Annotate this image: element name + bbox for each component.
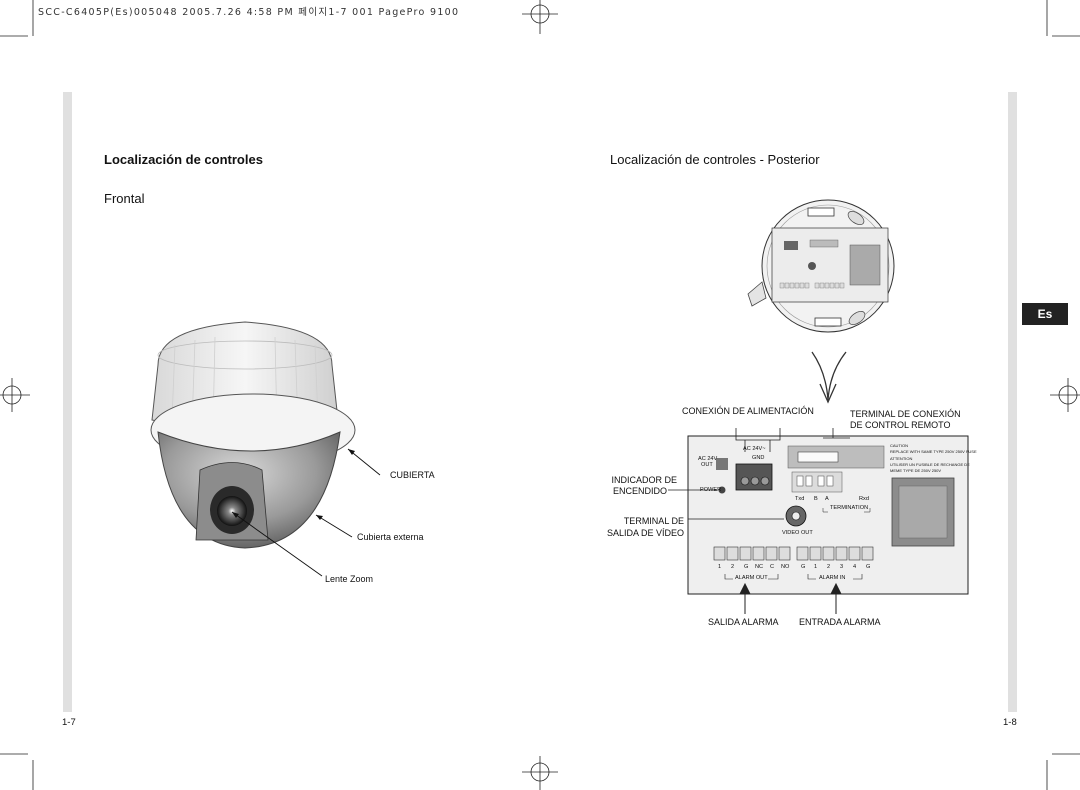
callout-alarm-output: SALIDA ALARMA: [708, 617, 779, 627]
callout-outer-cover: Cubierta externa: [357, 532, 424, 542]
caution-line-5: MEME TYPE DE 250V 250V: [890, 468, 942, 473]
caution-line-3: ATTENTION: [890, 456, 913, 461]
alarm-in-pin-2: 2: [827, 564, 831, 570]
alarm-out-pin-c: C: [770, 564, 775, 570]
alarm-out-pin-no: NO: [781, 564, 790, 570]
print-info-header: SCC-C6405P(Es)005048 2005.7.26 4:58 PM 페…: [38, 7, 460, 18]
alarm-out-pin-nc: NC: [755, 564, 764, 570]
alarm-in-pin-g1: G: [801, 564, 806, 570]
panel-b: B: [814, 496, 818, 502]
left-margin-bar: [63, 92, 72, 712]
panel-power: POWER: [700, 487, 722, 493]
panel-gnd: GND: [752, 455, 765, 461]
callout-alarm-input: ENTRADA ALARMA: [799, 617, 881, 627]
alarm-in-pin-1: 1: [814, 564, 818, 570]
caution-line-1: CAUTION: [890, 443, 908, 448]
panel-alarm-in: ALARM IN: [819, 575, 846, 581]
caution-line-4: UTILISER UN FUSIBLE DE RECHANGE DE: [890, 462, 970, 467]
callout-remote-terminal-2: DE CONTROL REMOTO: [850, 420, 951, 430]
page-title-right: Localización de controles - Posterior: [610, 152, 820, 167]
alarm-out-pin-1: 1: [718, 564, 722, 570]
callout-video-terminal-2: SALIDA DE VÍDEO: [606, 528, 684, 538]
alarm-in-pin-g2: G: [866, 564, 871, 570]
alarm-out-pin-2: 2: [731, 564, 735, 570]
callout-remote-terminal-1: TERMINAL DE CONEXIÓN: [850, 409, 961, 419]
callout-power-indicator-2: ENCENDIDO: [612, 486, 667, 496]
panel-a: A: [825, 496, 829, 502]
alarm-in-pin-3: 3: [840, 564, 844, 570]
page-title-left: Localización de controles: [104, 152, 263, 167]
caution-line-2: REPLACE WITH SAME TYPE 250V 250V FUSE: [890, 449, 977, 454]
page-number-left: 1-7: [62, 717, 76, 728]
alarm-in-pin-4: 4: [853, 564, 857, 570]
callout-video-terminal-1: TERMINAL DE: [623, 516, 684, 526]
callout-power-indicator-1: INDICADOR DE: [611, 475, 677, 485]
panel-ac24v-out: AC 24V: [698, 456, 718, 462]
panel-txd: Txd: [795, 496, 805, 502]
alarm-out-pin-g: G: [744, 564, 749, 570]
right-margin-bar: [1008, 92, 1017, 712]
callout-cover: CUBIERTA: [390, 470, 435, 480]
panel-alarm-out: ALARM OUT: [735, 575, 768, 581]
page-number-right: 1-8: [1003, 717, 1017, 728]
language-tab: Es: [1022, 303, 1068, 325]
panel-termination: TERMINATION: [830, 505, 869, 511]
section-subtitle-frontal: Frontal: [104, 191, 145, 206]
panel-ac24v: AC 24V~: [743, 446, 766, 452]
callout-power-connection: CONEXIÓN DE ALIMENTACIÓN: [682, 406, 814, 416]
callout-zoom-lens: Lente Zoom: [325, 574, 374, 584]
panel-video-out: VIDEO OUT: [782, 530, 813, 536]
panel-ac24v-out-2: OUT: [701, 462, 713, 468]
panel-rxd: Rxd: [859, 496, 869, 502]
